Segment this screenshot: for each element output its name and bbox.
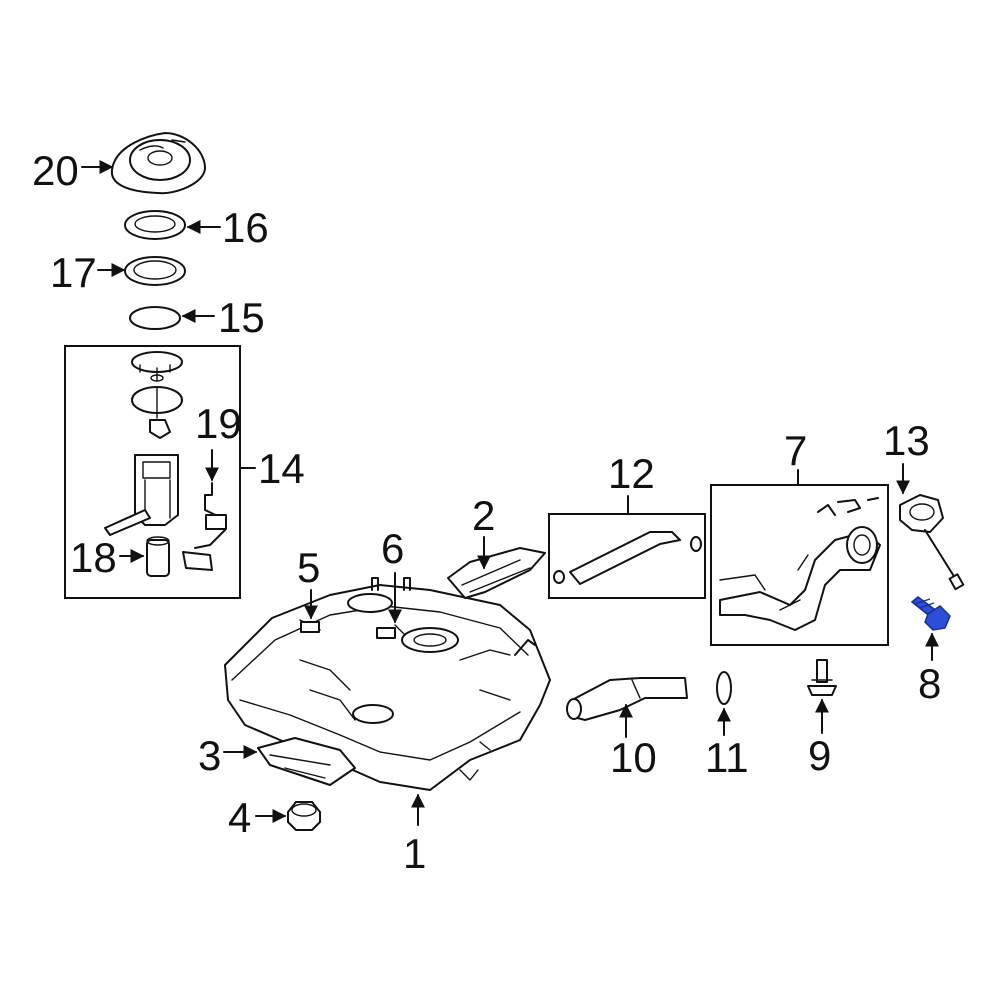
part-13-fuel-cap[interactable] [899, 494, 965, 591]
callout-4: 4 [228, 794, 251, 841]
callout-16: 16 [222, 204, 269, 251]
callout-13: 13 [883, 417, 930, 464]
part-9-stud[interactable] [807, 659, 837, 696]
callout-20: 20 [32, 147, 79, 194]
callout-18: 18 [70, 534, 117, 581]
part-19-sender[interactable] [182, 482, 227, 571]
callout-19: 19 [195, 400, 242, 447]
callout-3: 3 [198, 732, 221, 779]
part-1-fuel-tank[interactable] [224, 577, 551, 791]
callout-12: 12 [608, 450, 655, 497]
part-2-heat-shield[interactable] [447, 547, 546, 599]
part-18-filter[interactable] [146, 536, 170, 577]
callout-17: 17 [50, 249, 97, 296]
part-4-nut[interactable] [287, 801, 321, 831]
part-3-lower-shield[interactable] [257, 737, 356, 786]
part-12-vent-hose[interactable] [553, 531, 702, 585]
callout-11: 11 [705, 734, 749, 781]
part-11-clamp[interactable] [716, 671, 732, 705]
callout-1: 1 [403, 830, 426, 877]
part-7-frame [710, 484, 889, 646]
part-7-filler-neck[interactable] [719, 497, 881, 631]
part-16-gasket[interactable] [124, 210, 186, 240]
part-15-o-ring[interactable] [129, 306, 181, 330]
part-14-pump-module-frame [64, 345, 241, 599]
callout-14: 14 [258, 445, 305, 492]
callout-5: 5 [297, 544, 320, 591]
callout-10: 10 [610, 734, 657, 781]
part-8-bolt-highlighted[interactable] [910, 596, 951, 631]
part-14-pump-module[interactable] [104, 351, 183, 536]
callout-8: 8 [918, 660, 941, 707]
callout-6: 6 [381, 525, 404, 572]
part-10-filler-hose[interactable] [566, 677, 688, 721]
part-20-pump-cover[interactable] [110, 132, 206, 195]
part-17-seal-ring[interactable] [124, 256, 186, 286]
callout-2: 2 [472, 492, 495, 539]
callout-7: 7 [784, 427, 807, 474]
callout-9: 9 [808, 732, 831, 779]
callout-15: 15 [218, 294, 265, 341]
